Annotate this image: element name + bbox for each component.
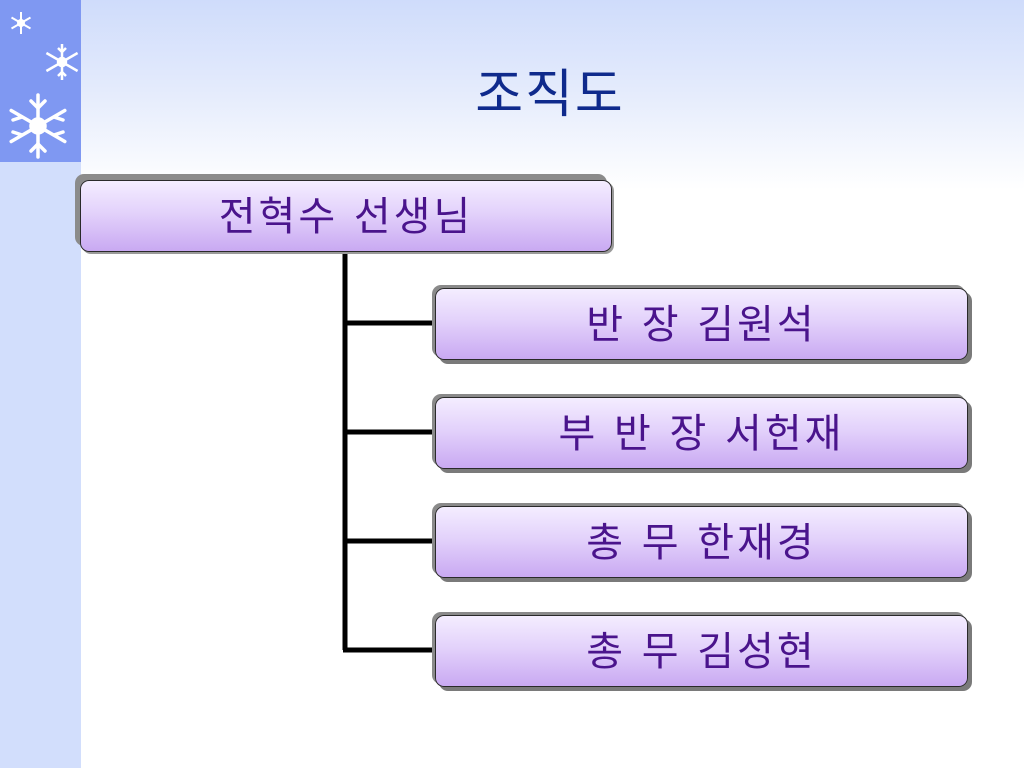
snowflake-icon [45,44,79,80]
org-root-node: 전혁수 선생님 [80,180,612,252]
org-node-vice-president: 부 반 장 서헌재 [435,397,968,469]
org-node-treasurer: 총 무 김성현 [435,615,968,687]
org-node-class-president: 반 장 김원석 [435,288,968,360]
snowflake-icon [9,93,67,159]
snowflake-panel [0,0,81,162]
page-title: 조직도 [475,65,625,125]
org-node-treasurer: 총 무 한재경 [435,506,968,578]
snowflake-icon [10,12,32,34]
